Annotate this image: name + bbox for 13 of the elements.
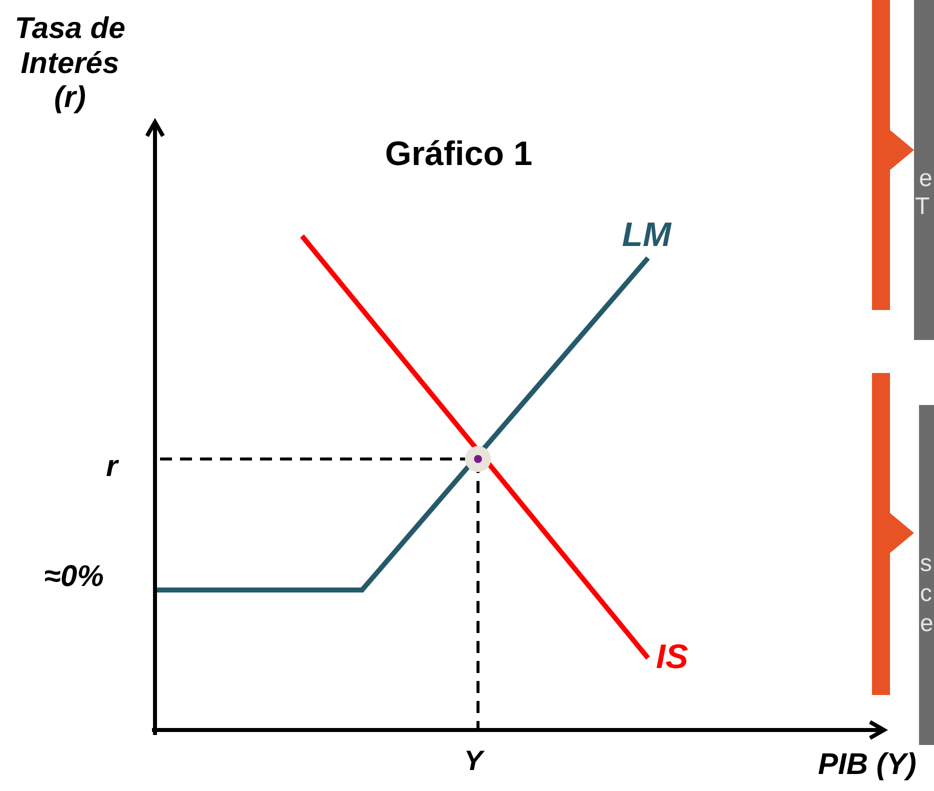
- chart-title: Gráfico 1: [385, 135, 532, 174]
- text-fragment: s: [920, 550, 932, 578]
- axis-title: PIB (Y): [818, 748, 916, 782]
- axis-tick-label: Y: [464, 745, 483, 778]
- axis-title: Tasa de Interés (r): [14, 12, 126, 116]
- curve-label: IS: [656, 638, 688, 678]
- axis-tick-label: r: [106, 450, 118, 484]
- text-fragment: c: [920, 580, 932, 608]
- axis-tick-label: ≈0%: [44, 560, 104, 594]
- text-fragment: T: [915, 193, 930, 221]
- text-fragment: e: [919, 165, 932, 193]
- curve-label: LM: [622, 216, 672, 256]
- text-fragment: e: [920, 610, 934, 638]
